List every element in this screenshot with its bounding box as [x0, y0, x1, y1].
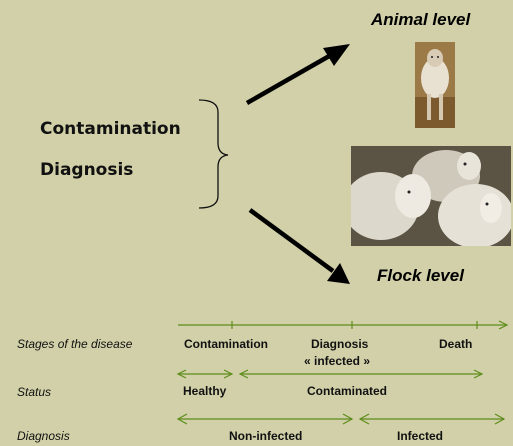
arrow-to-animal-level — [247, 44, 350, 103]
stage-diagnosis: Diagnosis — [311, 337, 368, 351]
status-healthy: Healthy — [183, 384, 226, 398]
diagnosis-non-infected: Non-infected — [229, 429, 302, 443]
row-label-diagnosis: Diagnosis — [17, 429, 70, 443]
status-timeline-lines — [178, 370, 482, 378]
curly-brace — [199, 100, 228, 208]
stage-contamination: Contamination — [184, 337, 268, 351]
diagnosis-infected: Infected — [397, 429, 443, 443]
row-label-status: Status — [17, 385, 51, 399]
row-label-stages: Stages of the disease — [17, 337, 132, 351]
stages-timeline-line — [178, 321, 507, 329]
stage-death: Death — [439, 337, 472, 351]
arrow-to-flock-level — [250, 210, 350, 284]
stage-infected-note: « infected » — [304, 354, 370, 368]
diagnosis-timeline-lines — [178, 414, 504, 424]
status-contaminated: Contaminated — [307, 384, 387, 398]
